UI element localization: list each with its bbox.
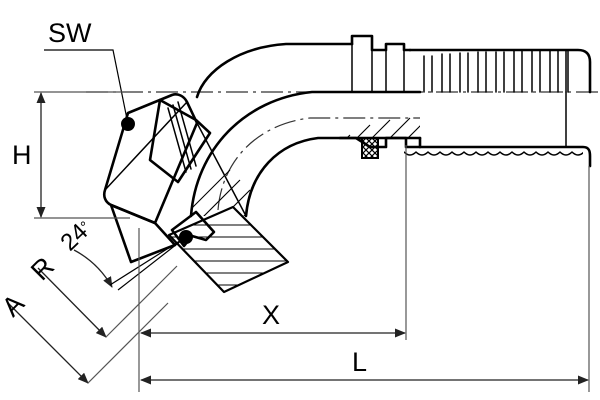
seal-seat-step xyxy=(338,136,422,149)
hex-flat-edge-line xyxy=(104,101,188,191)
r-dim-line xyxy=(37,267,107,338)
r-label: R xyxy=(25,251,60,286)
flange-ring-lines xyxy=(351,43,567,93)
elbow-inner-wall xyxy=(244,136,422,218)
x-label: X xyxy=(262,300,280,330)
l-label: L xyxy=(352,347,367,377)
hex-nut-body xyxy=(102,93,199,225)
barb-serrations-upper xyxy=(423,50,569,93)
barb-lower-outline xyxy=(418,145,592,168)
a-dim-line xyxy=(6,301,89,384)
a-ext-line xyxy=(87,302,169,384)
barb-serrations-lower xyxy=(404,151,583,156)
nut-body-junction xyxy=(196,122,247,217)
bore-centre-curve xyxy=(217,117,420,211)
flange-collar-upper xyxy=(350,34,412,52)
linear-dimension-group: X L xyxy=(138,145,590,392)
hex-nut-assembly xyxy=(102,93,290,294)
r-ext-line xyxy=(105,265,178,338)
o-ring-seal xyxy=(361,137,379,159)
elbow-outer-wall xyxy=(189,90,422,218)
h-dimension-group: H xyxy=(12,91,130,219)
elbow-upper-outline xyxy=(195,42,354,99)
angle-arc xyxy=(73,249,113,288)
sw-leader-line xyxy=(44,49,129,125)
cone-seat-notch xyxy=(170,210,216,248)
sw-label: SW xyxy=(48,18,92,48)
barb-upper-outline xyxy=(408,48,592,94)
a-dimension-group: A xyxy=(0,265,178,384)
h-label: H xyxy=(12,140,32,170)
a-label: A xyxy=(0,288,30,322)
angle-leader xyxy=(109,236,187,286)
angle-value-label: 24 xyxy=(55,218,93,256)
angle-dimension-group: 24 ° xyxy=(55,218,187,291)
angle-leader-2 xyxy=(117,236,187,291)
nut-collar-bands xyxy=(167,101,197,173)
sw-leader-group: SW xyxy=(44,18,129,125)
